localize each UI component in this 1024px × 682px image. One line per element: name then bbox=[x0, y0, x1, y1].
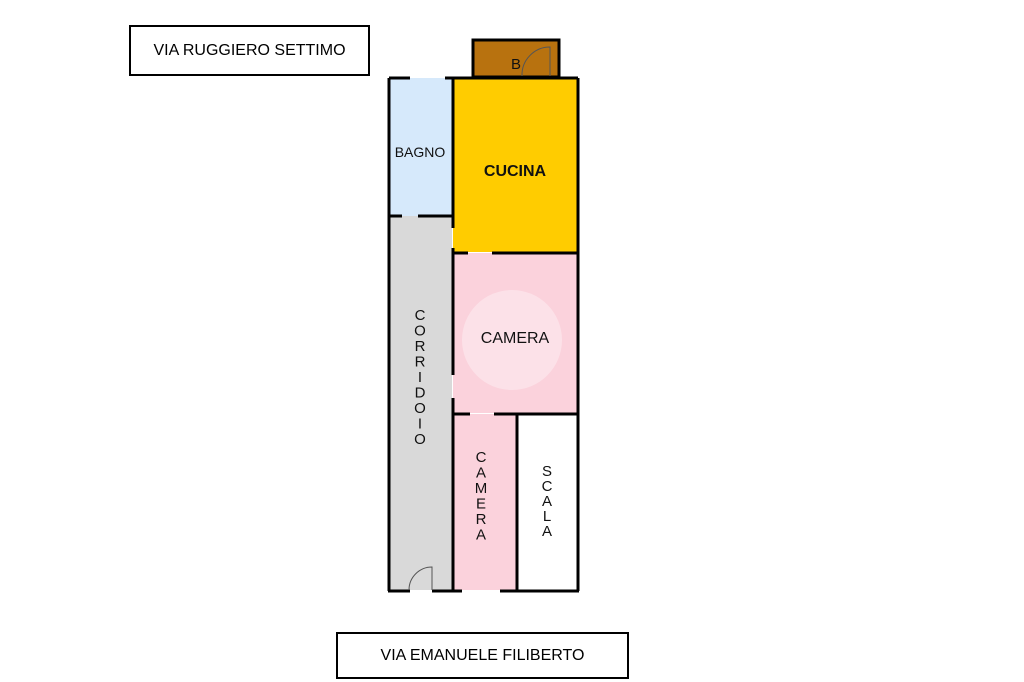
kitchen-label: CUCINA bbox=[484, 163, 547, 180]
street-label-bottom: VIA EMANUELE FILIBERTO bbox=[336, 632, 629, 679]
street-label-top: VIA RUGGIERO SETTIMO bbox=[129, 25, 370, 76]
bathroom-label: BAGNO bbox=[395, 144, 446, 160]
room-balcony bbox=[471, 38, 561, 79]
watermark-circle bbox=[462, 290, 562, 390]
street-top-text: VIA RUGGIERO SETTIMO bbox=[153, 41, 346, 59]
room-kitchen bbox=[453, 78, 577, 252]
room-corridor bbox=[389, 216, 452, 590]
entrance-door-swing bbox=[408, 566, 433, 591]
room-bathroom bbox=[389, 78, 452, 216]
room-bedroom-small bbox=[453, 414, 517, 590]
room-stairs bbox=[518, 414, 577, 590]
room-bedroom-large bbox=[453, 253, 577, 413]
bedroom-large-label: CAMERA bbox=[481, 330, 550, 347]
balcony-label: B bbox=[511, 56, 521, 73]
street-bottom-text: VIA EMANUELE FILIBERTO bbox=[380, 646, 585, 664]
walls bbox=[387, 76, 580, 593]
balcony-door-swing bbox=[521, 46, 551, 77]
